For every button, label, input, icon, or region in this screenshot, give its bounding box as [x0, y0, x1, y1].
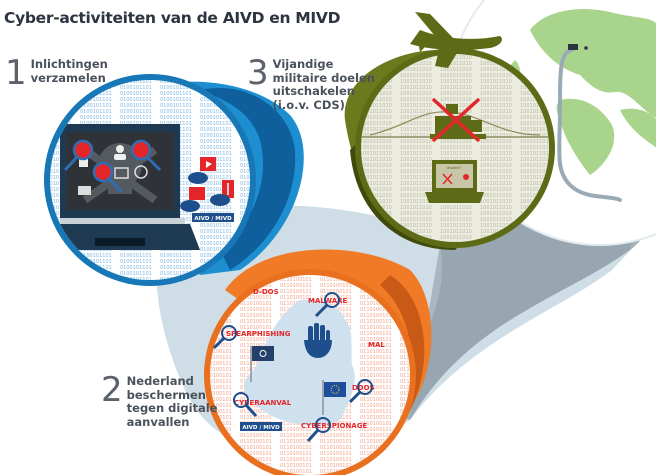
laptop-screen-text: disable!: [447, 166, 461, 170]
eu-flag: [322, 380, 346, 415]
step-2-label: Nederland beschermen tegen digitale aanv…: [126, 374, 218, 429]
laptop-icon: disable!: [425, 160, 484, 203]
step-3-line: Vijandige: [272, 57, 334, 71]
step-1-line: Inlichtingen: [30, 57, 108, 71]
term-spearphishing: SPEARPHISHING: [226, 330, 291, 338]
step-2-line: aanvallen: [126, 414, 190, 429]
badge-aivd-mivd-2-text: AIVD / MIVD: [242, 425, 280, 431]
term-ddos: DDOS: [352, 384, 375, 392]
step-3-line: (i.o.v. CDS): [272, 97, 345, 112]
rocket-icon: [222, 180, 234, 198]
step-1-number: 1: [5, 53, 27, 93]
term-d-dos: D-DOS: [253, 288, 279, 296]
magnifier-icon: [63, 139, 162, 194]
badge-aivd-mivd-1-text: AIVD / MIVD: [194, 216, 232, 222]
map-icon: [189, 187, 205, 200]
step-1: 1 Inlichtingen verzamelen: [5, 53, 108, 93]
step-1-label: Inlichtingen verzamelen: [30, 57, 108, 85]
term-cyberaanval: CYBERAANVAL: [234, 399, 292, 407]
circle-protect: D-DOS MALWARE SPEARPHISHING MAL DDOS CYB…: [204, 249, 432, 475]
compass-icon: [134, 165, 148, 179]
airplane-icon: [410, 12, 502, 68]
globe-cable: [557, 48, 622, 202]
circle-military: disable!: [344, 48, 555, 250]
circle-intelligence: AIVD / MIVD: [44, 74, 304, 286]
cross-icon: [432, 98, 480, 142]
badge-aivd-mivd-1: [192, 213, 234, 222]
magnifier-icon: [212, 292, 373, 443]
step-2-line: beschermen: [126, 387, 206, 402]
step-3-line: militaire doelen: [272, 70, 375, 85]
step-1-line: verzamelen: [30, 70, 106, 85]
step-2-line: tegen digitale: [126, 401, 218, 415]
step-2-number: 2: [101, 370, 123, 410]
page-title: Cyber-activiteiten van de AIVD en MIVD: [4, 9, 341, 27]
cable-plug-icon: [568, 44, 588, 50]
email-icon: [78, 186, 91, 195]
step-2-line: Nederland: [126, 374, 194, 388]
term-mal: MAL: [368, 341, 385, 349]
user-icon: [114, 145, 126, 160]
stop-hand-icon: [304, 323, 332, 358]
step-3-number: 3: [247, 53, 269, 93]
document-icon: [79, 155, 88, 167]
step-3-label: Vijandige militaire doelen uitschakelen …: [272, 57, 375, 112]
folder-icon: [114, 167, 129, 179]
badge-aivd-mivd-2: [240, 422, 282, 431]
video-icon: [200, 157, 216, 171]
step-2: 2 Nederland beschermen tegen digitale aa…: [101, 370, 218, 429]
step-3-line: uitschakelen: [272, 84, 355, 98]
term-cyberspionage: CYBERSPIONAGE: [301, 422, 367, 430]
hand-icon: [180, 172, 230, 212]
step-3: 3 Vijandige militaire doelen uitschakele…: [247, 53, 375, 112]
nato-flag: [250, 346, 274, 382]
term-malware: MALWARE: [308, 297, 348, 305]
